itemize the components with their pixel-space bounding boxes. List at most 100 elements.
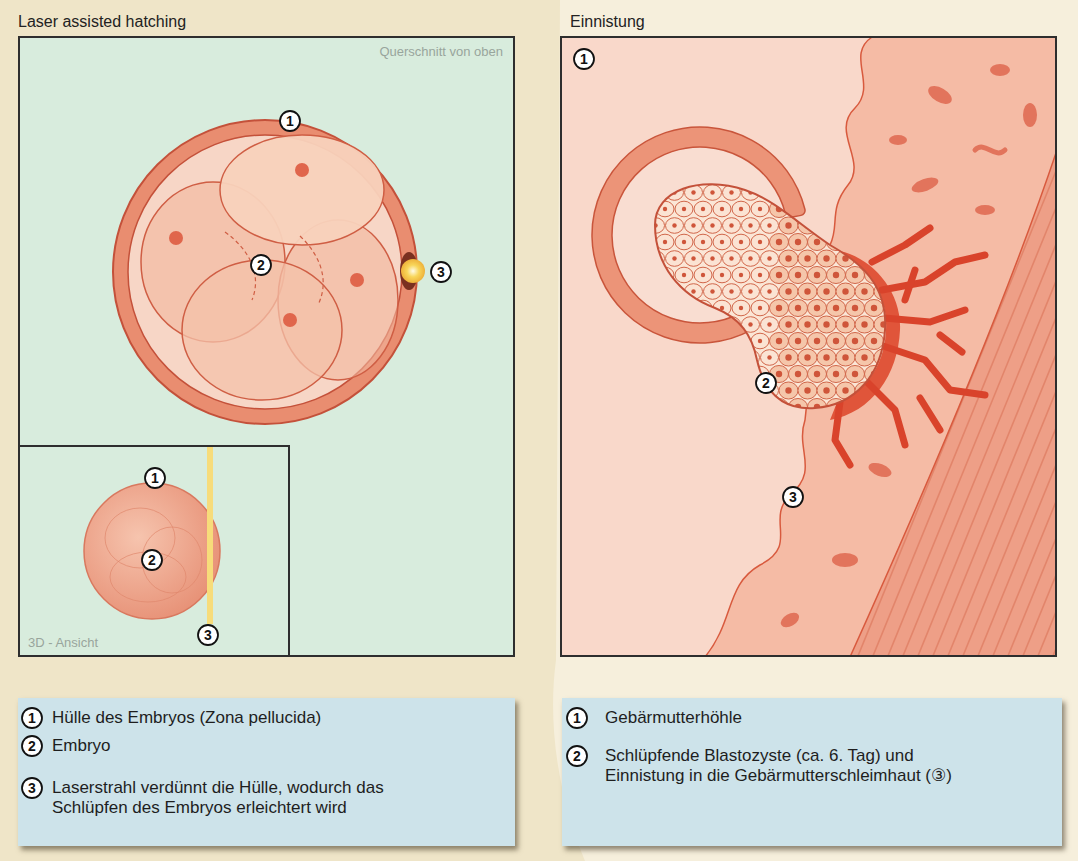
cell — [827, 267, 846, 284]
cell — [865, 333, 884, 350]
cell-nucleus — [701, 273, 705, 277]
gland — [925, 82, 955, 107]
cell-nucleus — [795, 305, 801, 311]
callout-ring — [567, 708, 587, 728]
cell-nucleus — [701, 174, 705, 178]
cell-nucleus — [644, 174, 648, 178]
cell-nucleus — [653, 322, 657, 326]
legend-text: Gebärmutterhöhle — [605, 708, 977, 728]
cell-nucleus — [890, 272, 896, 278]
cell-body — [751, 300, 769, 316]
cell — [713, 333, 731, 349]
cell-nucleus — [720, 372, 724, 376]
cell-nucleus — [682, 273, 686, 277]
cell — [666, 350, 684, 366]
cell-body — [855, 184, 874, 201]
callout-number: 3 — [430, 261, 452, 283]
cell-nucleus — [739, 306, 743, 310]
cell — [884, 168, 903, 185]
cell-body — [817, 184, 836, 201]
cell-nucleus — [795, 338, 801, 344]
cell-nucleus — [880, 288, 886, 294]
cell — [874, 382, 893, 399]
vessel — [835, 402, 850, 465]
cell-body — [808, 201, 827, 218]
cell-body — [884, 201, 903, 218]
cell-nucleus — [890, 371, 896, 377]
cell — [704, 185, 722, 201]
embryo-3d-view — [84, 447, 220, 624]
gland — [832, 553, 858, 567]
cell-nucleus — [776, 371, 782, 377]
cell-body — [808, 300, 827, 317]
cell-nucleus — [804, 288, 810, 294]
cell-nucleus — [871, 239, 877, 245]
cell — [884, 333, 903, 350]
callout-ring — [280, 111, 300, 131]
cell-nucleus — [682, 306, 686, 310]
cell-body — [893, 316, 912, 333]
cell-nucleus — [804, 387, 810, 393]
cell-body — [666, 251, 684, 267]
cell-body — [647, 284, 665, 300]
cell-nucleus — [653, 388, 657, 392]
cell-nucleus — [691, 355, 695, 359]
cell-body — [694, 201, 712, 217]
cell-body — [779, 382, 798, 399]
cell-nucleus — [804, 255, 810, 261]
cell — [647, 317, 665, 333]
cell-nucleus — [833, 173, 839, 179]
cell-body — [770, 168, 789, 185]
cell-body — [704, 383, 722, 399]
cell — [846, 201, 865, 218]
cell — [865, 399, 884, 416]
cell-body — [884, 333, 903, 350]
cell — [637, 366, 655, 382]
cell-body — [742, 284, 760, 300]
cell-nucleus — [833, 305, 839, 311]
cell — [808, 300, 827, 317]
cell-outline — [142, 527, 202, 593]
cell — [798, 250, 817, 267]
cell-body — [675, 267, 693, 283]
cell-nucleus — [672, 355, 676, 359]
callout-number: 2 — [141, 549, 163, 571]
cell-nucleus — [833, 206, 839, 212]
cell-nucleus — [890, 338, 896, 344]
cell-nucleus — [701, 306, 705, 310]
cell — [779, 283, 798, 300]
cell — [893, 349, 912, 366]
cell-nucleus — [814, 272, 820, 278]
cell-nucleus — [663, 207, 667, 211]
cell — [637, 399, 655, 415]
cell — [694, 234, 712, 250]
cell — [637, 300, 655, 316]
callout-number: 2 — [21, 735, 43, 757]
cell-nucleus — [710, 223, 714, 227]
callout-ring — [431, 262, 451, 282]
view-note: 3D - Ansicht — [20, 635, 288, 655]
laser-beam — [207, 447, 213, 624]
callout-number: 1 — [279, 110, 301, 132]
cell — [874, 316, 893, 333]
cell-body — [713, 366, 731, 382]
blastomere — [182, 260, 342, 400]
cell — [761, 317, 779, 333]
cell-nucleus — [653, 355, 657, 359]
cell — [637, 234, 655, 250]
cell-nucleus — [795, 239, 801, 245]
cell-nucleus — [682, 405, 686, 409]
cell — [704, 218, 722, 234]
cell-body — [637, 168, 655, 184]
callout-ring — [142, 550, 162, 570]
vessel — [865, 380, 905, 445]
cell-nucleus — [852, 404, 858, 410]
cell-nucleus — [758, 339, 762, 343]
cell — [855, 283, 874, 300]
callout-ring — [22, 778, 42, 798]
cell-nucleus — [663, 240, 667, 244]
cell — [855, 217, 874, 234]
cell-nucleus — [814, 239, 820, 245]
cell-body — [713, 168, 731, 184]
cell-nucleus — [899, 387, 905, 393]
